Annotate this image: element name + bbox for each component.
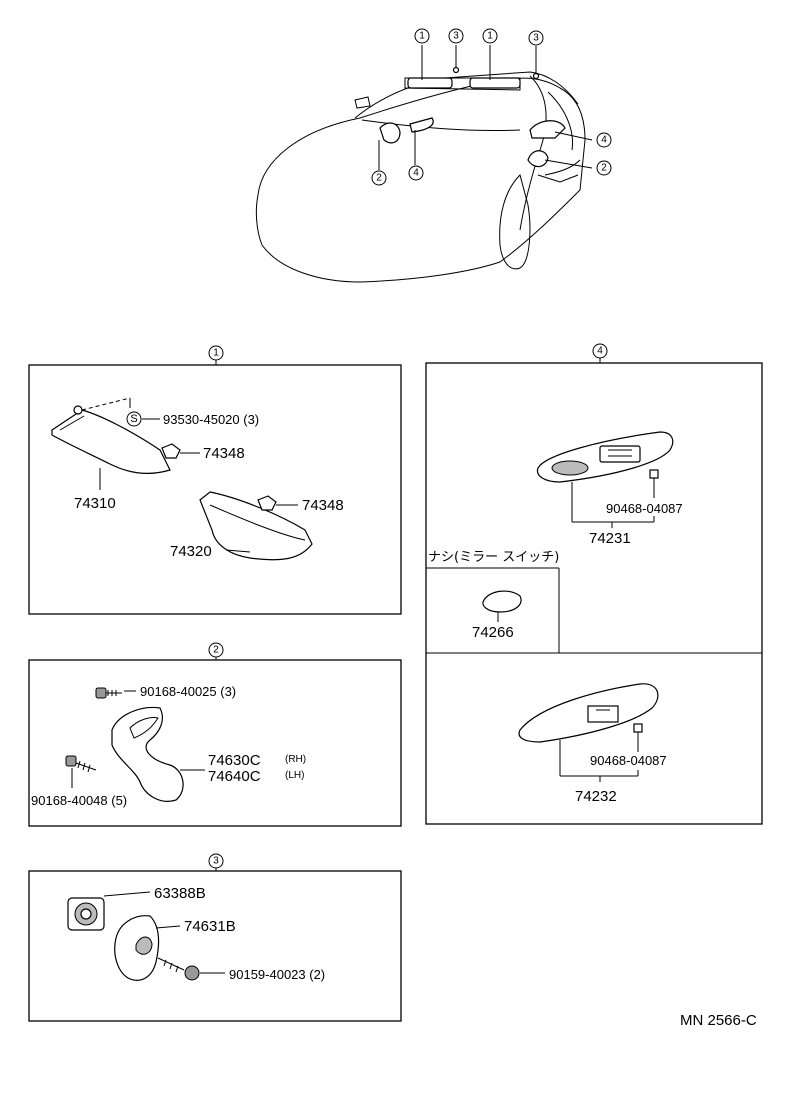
switch-cap-drawing: [482, 590, 522, 613]
callout-number: 4: [413, 168, 419, 179]
clip-drawing-lower: [257, 495, 277, 511]
callout-circle-1-header: 1: [208, 345, 224, 361]
callout-circle-4-header: 4: [592, 343, 608, 359]
callout-circle-2-header: 2: [208, 642, 224, 658]
visor-rh-drawing: [199, 491, 313, 561]
panel-screw-lower-number: 90468-04087: [590, 753, 667, 768]
clip-drawing-upper: [161, 443, 181, 459]
callout-number: 2: [601, 163, 607, 174]
callout-number: 1: [213, 348, 219, 359]
switch-cap-part-number: 74266: [472, 624, 514, 641]
assist-grip-drawing: [111, 706, 184, 802]
callout-circle-2a: 2: [371, 170, 387, 186]
grip-rh-part-number: 74630C: [208, 752, 261, 769]
car-overview-illustration: [255, 66, 586, 283]
callout-circle-3-header: 3: [208, 853, 224, 869]
clip-part-number-lower: 74348: [302, 497, 344, 514]
hook-box-frame: [28, 870, 402, 1022]
callout-number: 4: [597, 346, 603, 357]
visor-lh-part-number: 74310: [74, 495, 116, 512]
note-without-mirror-switch: ナシ(ミラー スイッチ): [428, 550, 559, 565]
callout-number: 2: [376, 173, 382, 184]
callout-circle-1a: 1: [414, 28, 430, 44]
hook-cover-part-number: 74631B: [184, 918, 236, 935]
diagram-reference-code: MN 2566-C: [680, 1012, 757, 1029]
screw-drawing-lower: [65, 755, 97, 773]
callout-number: 3: [213, 856, 219, 867]
callout-circle-2b: 2: [596, 160, 612, 176]
screw-badge-letter: S: [130, 413, 137, 425]
car-callout-leaders: [378, 45, 593, 170]
hook-base-part-number: 63388B: [154, 885, 206, 902]
visor-rh-part-number: 74320: [170, 543, 212, 560]
callout-number: 3: [533, 33, 539, 44]
clip-part-number-upper: 74348: [203, 445, 245, 462]
screw-badge-circle: [126, 411, 142, 427]
grip-section: 2 90168-40025 (3) 74630C (RH) 74640C (LH…: [28, 642, 402, 827]
switch-section: 4 90468-04087 74231 ナシ(ミラー スイッチ) 74266: [425, 343, 763, 825]
visor-box-frame: [28, 364, 402, 615]
screw-drawing-upper: [95, 687, 122, 699]
screw-part-number: 93530-45020 (3): [163, 412, 259, 427]
callout-number: 1: [487, 31, 493, 42]
grip-screw-lower-number: 90168-40048 (5): [31, 793, 127, 808]
hook-screw-part-number: 90159-40023 (2): [229, 967, 325, 982]
callout-number: 1: [419, 31, 425, 42]
grip-rh-side: (RH): [285, 754, 306, 765]
panel-screw-lower-drawing: [633, 723, 643, 744]
callout-circle-3a: 3: [448, 28, 464, 44]
grip-screw-upper-number: 90168-40025 (3): [140, 684, 236, 699]
callout-number: 2: [213, 645, 219, 656]
callout-circle-4a: 4: [408, 165, 424, 181]
callout-circle-4b: 4: [596, 132, 612, 148]
callout-circle-3b: 3: [528, 30, 544, 46]
callout-number: 4: [601, 135, 607, 146]
callout-circle-1b: 1: [482, 28, 498, 44]
panel-screw-upper-drawing: [649, 469, 659, 490]
switch-panel-upper-part-number: 74231: [589, 530, 631, 547]
hook-screw-drawing: [157, 957, 200, 981]
grip-lh-side: (LH): [285, 770, 304, 781]
hook-section: 3 63388B 74631B 90159-40023 (2): [28, 853, 402, 1022]
visor-section: 1 S 93530-45020 (3) 74348 74310 74348 74…: [28, 345, 402, 615]
grip-box-frame: [28, 659, 402, 827]
visor-lh-drawing: [51, 409, 171, 474]
panel-screw-upper-number: 90468-04087: [606, 501, 683, 516]
switch-panel-lower-part-number: 74232: [575, 788, 617, 805]
callout-number: 3: [453, 31, 459, 42]
grip-lh-part-number: 74640C: [208, 768, 261, 785]
switch-box-frame: [425, 362, 763, 825]
hook-base-drawing: [67, 897, 105, 931]
